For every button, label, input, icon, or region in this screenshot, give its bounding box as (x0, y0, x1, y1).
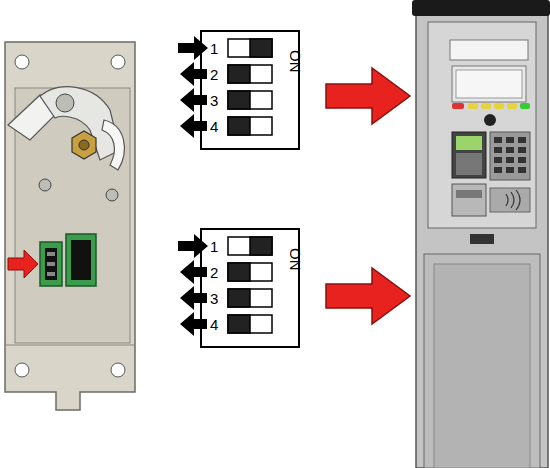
switch-number: 2 (210, 265, 218, 280)
switch-number: 1 (210, 239, 218, 254)
pointer-arrows (326, 68, 410, 324)
switch-number: 3 (210, 291, 218, 306)
on-label: ON (288, 248, 303, 271)
direction-arrows (178, 36, 208, 336)
switch-number: 3 (210, 93, 218, 108)
parking-meter (412, 0, 550, 468)
switch-number: 4 (210, 119, 218, 134)
dip-switch-block: 1 2 3 4 ON (200, 30, 300, 150)
dip-switches (228, 39, 272, 333)
dip-switch-block: 1 2 3 4 ON (200, 228, 300, 348)
mounting-plate (5, 42, 135, 410)
switch-number: 2 (210, 67, 218, 82)
on-label: ON (288, 50, 303, 73)
switch-number: 1 (210, 41, 218, 56)
switch-number: 4 (210, 317, 218, 332)
